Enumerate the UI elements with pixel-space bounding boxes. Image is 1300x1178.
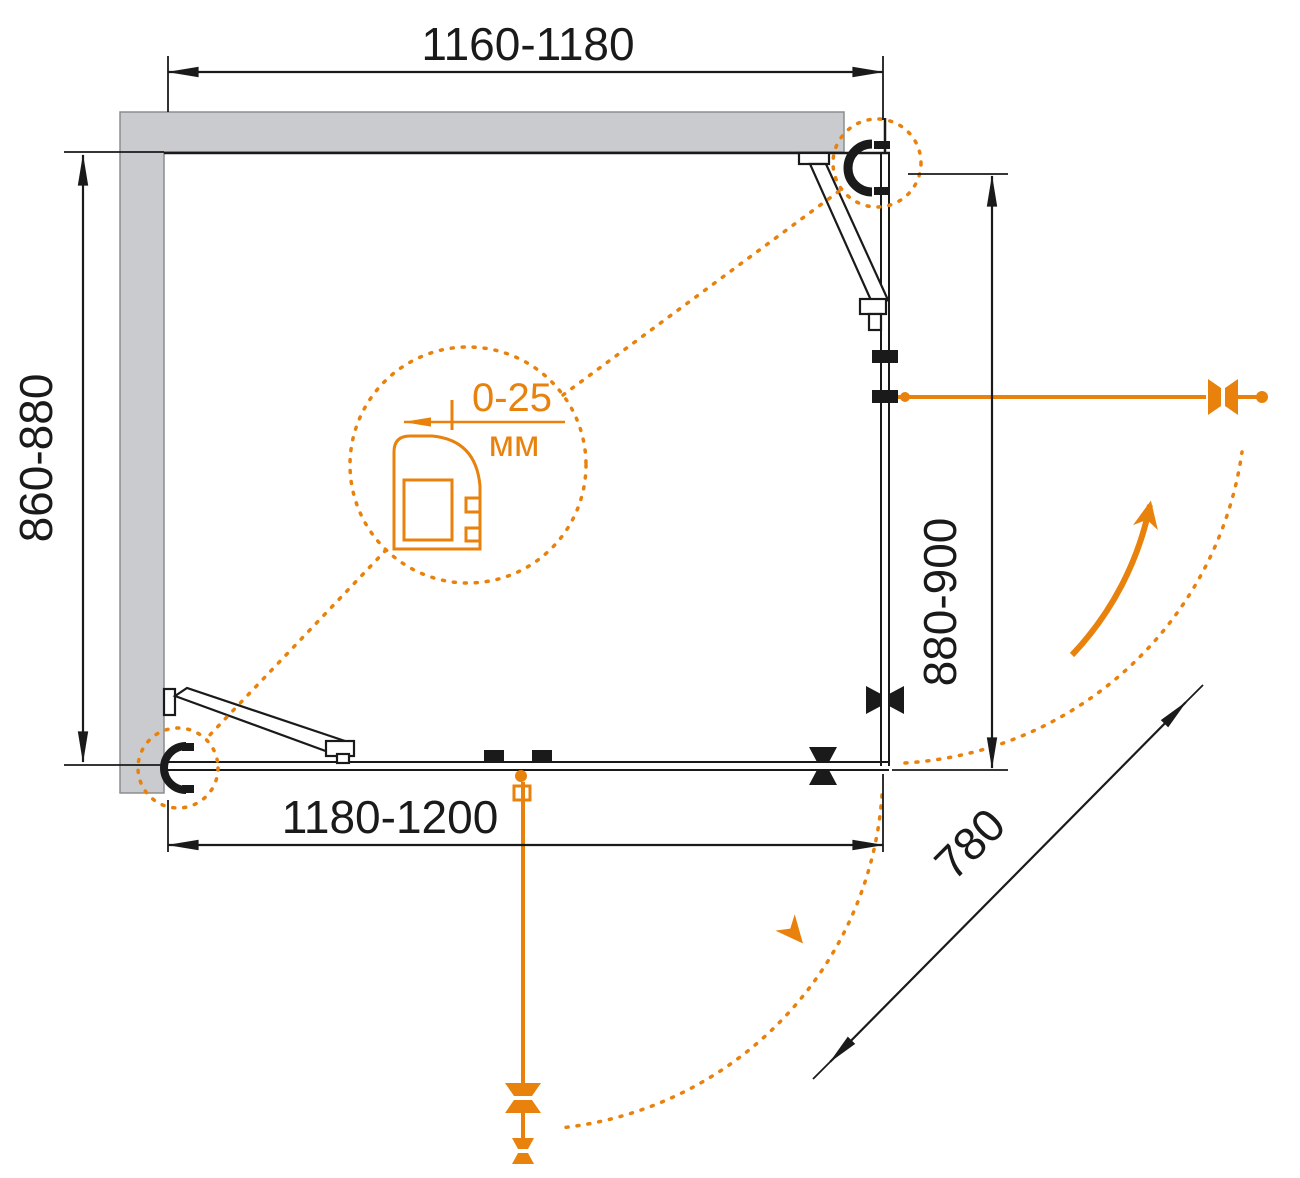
corner-fitting-top-right [843, 118, 890, 197]
dimension-right: 880-900 [914, 174, 998, 770]
dimension-bottom-label: 1180-1200 [282, 791, 499, 843]
door-swing-path-bottom [558, 793, 884, 1130]
dimension-diagonal-label: 780 [924, 798, 1015, 889]
dimension-left: 860-880 [10, 153, 89, 764]
detail-profile [392, 400, 565, 551]
dimension-left-label: 860-880 [10, 374, 62, 543]
dimension-diagonal: 780 [829, 701, 1187, 1063]
knob-bottom-closed [809, 747, 837, 785]
dimension-bottom: 1180-1200 [166, 791, 885, 851]
door-handle-bottom-tip [512, 1138, 534, 1164]
detail-adjustment-unit: мм [489, 423, 540, 464]
hinge-right [872, 350, 898, 403]
pivot-bottom-hinge [484, 750, 552, 761]
support-arm-top-right [797, 151, 890, 332]
detail-adjustment-label: 0-25 [472, 376, 552, 420]
support-arm-bottom-left [162, 686, 356, 765]
wall [119, 111, 845, 794]
leader-line-top [561, 187, 844, 397]
knob-right-closed [866, 686, 904, 714]
swing-arrow-right-icon [1069, 500, 1158, 658]
enclosure-frame [164, 151, 890, 771]
dimension-extension-lines [64, 56, 1204, 1080]
door-handle-bottom-icon [505, 1083, 541, 1113]
leader-line-bottom [204, 548, 388, 741]
dimension-right-label: 880-900 [914, 518, 966, 687]
dimension-top: 1160-1180 [166, 18, 885, 78]
corner-fitting-bottom-left [160, 742, 194, 794]
door-open-bottom [505, 770, 541, 1164]
dimension-top-label: 1160-1180 [421, 18, 634, 70]
door-open-right [898, 379, 1268, 415]
door-handle-right-icon [1208, 379, 1238, 415]
detail-callout [136, 117, 923, 810]
